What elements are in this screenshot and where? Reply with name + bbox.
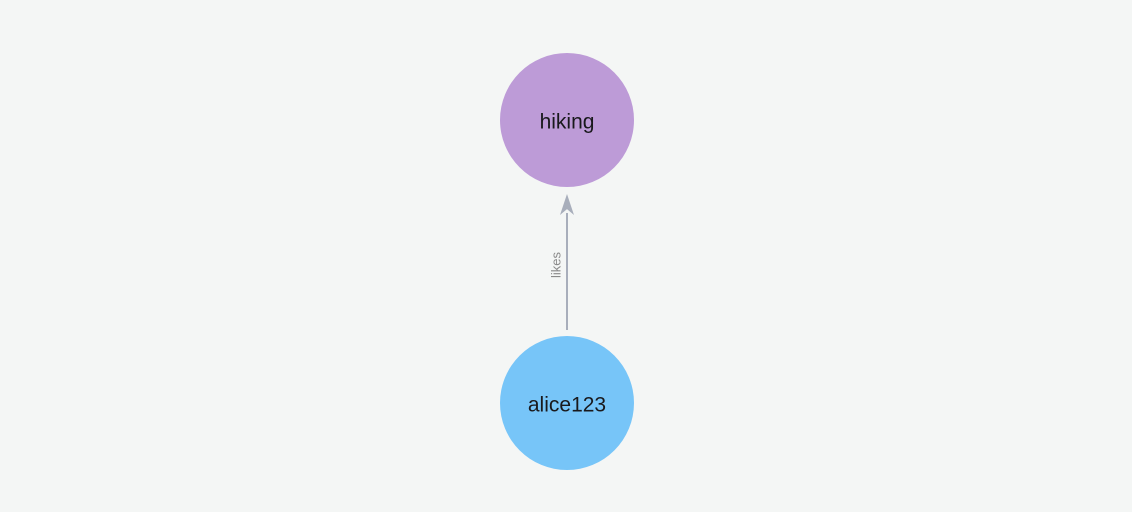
graph-node-alice123[interactable]: alice123 bbox=[500, 336, 634, 470]
node-label-alice123: alice123 bbox=[528, 394, 606, 417]
node-label-hiking: hiking bbox=[540, 111, 595, 134]
graph-edge-alice123-likes-hiking[interactable]: likes bbox=[549, 194, 575, 330]
graph-node-hiking[interactable]: hiking bbox=[500, 53, 634, 187]
node-circle-alice123[interactable] bbox=[500, 336, 634, 470]
node-circle-hiking[interactable] bbox=[500, 53, 634, 187]
arrow-head-icon bbox=[560, 194, 574, 215]
edge-label-likes: likes bbox=[549, 252, 564, 279]
